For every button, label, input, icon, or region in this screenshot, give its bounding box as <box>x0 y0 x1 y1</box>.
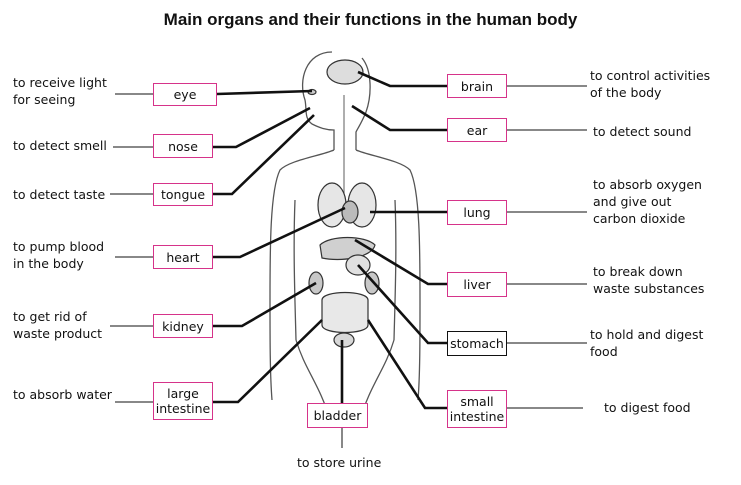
function-lung: to absorb oxygen and give out carbon dio… <box>593 177 702 226</box>
large-intestine-leader <box>213 319 323 404</box>
brain-leader <box>357 70 447 88</box>
torso-outline <box>269 149 421 401</box>
connector-lines <box>110 85 587 448</box>
label-stomach: stomach <box>447 331 507 356</box>
function-bladder: to store urine <box>297 455 382 470</box>
label-bladder: bladder <box>307 403 368 428</box>
function-small-intestine: to digest food <box>604 400 691 415</box>
ear-leader <box>351 104 447 132</box>
eye-leader <box>216 89 313 96</box>
label-brain: brain <box>447 74 507 98</box>
arm-inner-outline <box>293 199 397 341</box>
label-heart: heart <box>153 245 213 269</box>
function-heart: to pump blood in the body <box>13 239 105 271</box>
label-eye: eye <box>153 83 217 106</box>
nose-leader <box>213 106 311 149</box>
function-kidney: to get rid of waste product <box>13 309 103 341</box>
label-tongue: tongue <box>153 183 213 206</box>
label-kidney: kidney <box>153 314 213 338</box>
function-eye: to receive light for seeing <box>13 75 107 107</box>
function-nose: to detect smell <box>13 138 107 153</box>
leader-lines <box>213 70 447 410</box>
head-outline <box>301 51 371 150</box>
function-stomach: to hold and digest food <box>590 327 704 359</box>
heart-shape <box>341 200 359 224</box>
function-brain: to control activities of the body <box>590 68 711 100</box>
function-large-intestine: to absorb water <box>13 387 112 402</box>
function-liver: to break down waste substances <box>593 264 705 296</box>
label-liver: liver <box>447 272 507 297</box>
stomach-leader <box>357 264 447 345</box>
brain-shape <box>326 59 364 85</box>
label-lung: lung <box>447 200 507 225</box>
intestine-shape <box>321 291 369 334</box>
diagram-title: Main organs and their functions in the h… <box>163 10 578 29</box>
liver-leader <box>354 238 447 286</box>
label-ear: ear <box>447 118 507 142</box>
bladder-shape <box>333 332 355 348</box>
lung-left-shape <box>317 182 347 228</box>
heart-leader <box>213 206 346 259</box>
function-ear: to detect sound <box>593 124 692 139</box>
label-large-intestine: large intestine <box>153 382 213 420</box>
label-nose: nose <box>153 134 213 158</box>
function-tongue: to detect taste <box>13 187 106 202</box>
kidney-leader <box>213 281 317 328</box>
tongue-leader <box>213 114 315 196</box>
small-intestine-leader <box>366 319 447 410</box>
organ-shapes <box>307 59 380 348</box>
label-small-intestine: small intestine <box>447 390 507 428</box>
